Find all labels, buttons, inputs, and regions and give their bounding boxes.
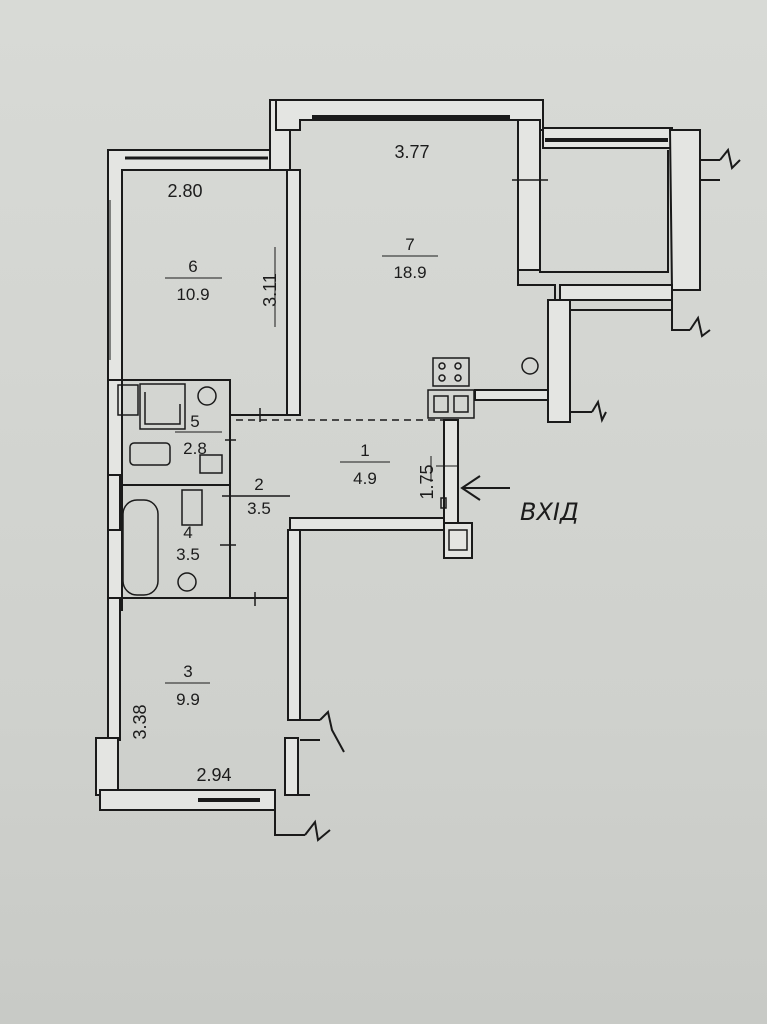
dimension-room3-width: 2.94 [196, 765, 231, 785]
room-label-3: 3 9.9 [165, 662, 210, 709]
room-area-3: 9.9 [176, 690, 200, 709]
entrance-label: ВХІД [520, 498, 579, 526]
dimension-room6-depth: 3.11 [260, 273, 280, 307]
dimension-lines [274, 247, 458, 482]
dimension-room6-width: 2.80 [167, 181, 202, 201]
room-area-7: 18.9 [393, 263, 426, 282]
room-number-1: 1 [360, 441, 369, 460]
room-number-2: 2 [254, 475, 263, 494]
room-label-4: 4 3.5 [176, 523, 200, 564]
room-area-5: 2.8 [183, 439, 207, 458]
dimension-labels: 3.77 2.80 3.11 1.75 3.38 2.94 [130, 142, 437, 785]
outer-walls [95, 99, 720, 836]
dimension-room7-width: 3.77 [394, 142, 429, 162]
room-label-7: 7 18.9 [382, 235, 438, 282]
entrance-arrow [460, 475, 510, 501]
dimension-hall-depth: 1.75 [417, 464, 437, 499]
dimension-room3-depth: 3.38 [130, 704, 150, 739]
room-number-5: 5 [190, 412, 199, 431]
room-label-5: 5 2.8 [175, 412, 222, 458]
room-area-6: 10.9 [176, 285, 209, 304]
room-number-3: 3 [183, 662, 192, 681]
room-label-6: 6 10.9 [165, 257, 222, 304]
room-label-1: 1 4.9 [340, 441, 390, 488]
room-labels: 1 4.9 2 3.5 3 9.9 4 3.5 5 2.8 6 10.9 7 [165, 235, 438, 709]
room-number-7: 7 [405, 235, 414, 254]
room-label-2: 2 3.5 [247, 475, 271, 518]
break-lines [304, 147, 741, 842]
sanitary-fixtures [117, 383, 223, 596]
windows [109, 115, 668, 802]
room-number-4: 4 [183, 523, 192, 542]
room-area-1: 4.9 [353, 469, 377, 488]
room-area-2: 3.5 [247, 499, 271, 518]
room-number-6: 6 [188, 257, 197, 276]
room-area-4: 3.5 [176, 545, 200, 564]
kitchen-fixtures [427, 357, 539, 551]
